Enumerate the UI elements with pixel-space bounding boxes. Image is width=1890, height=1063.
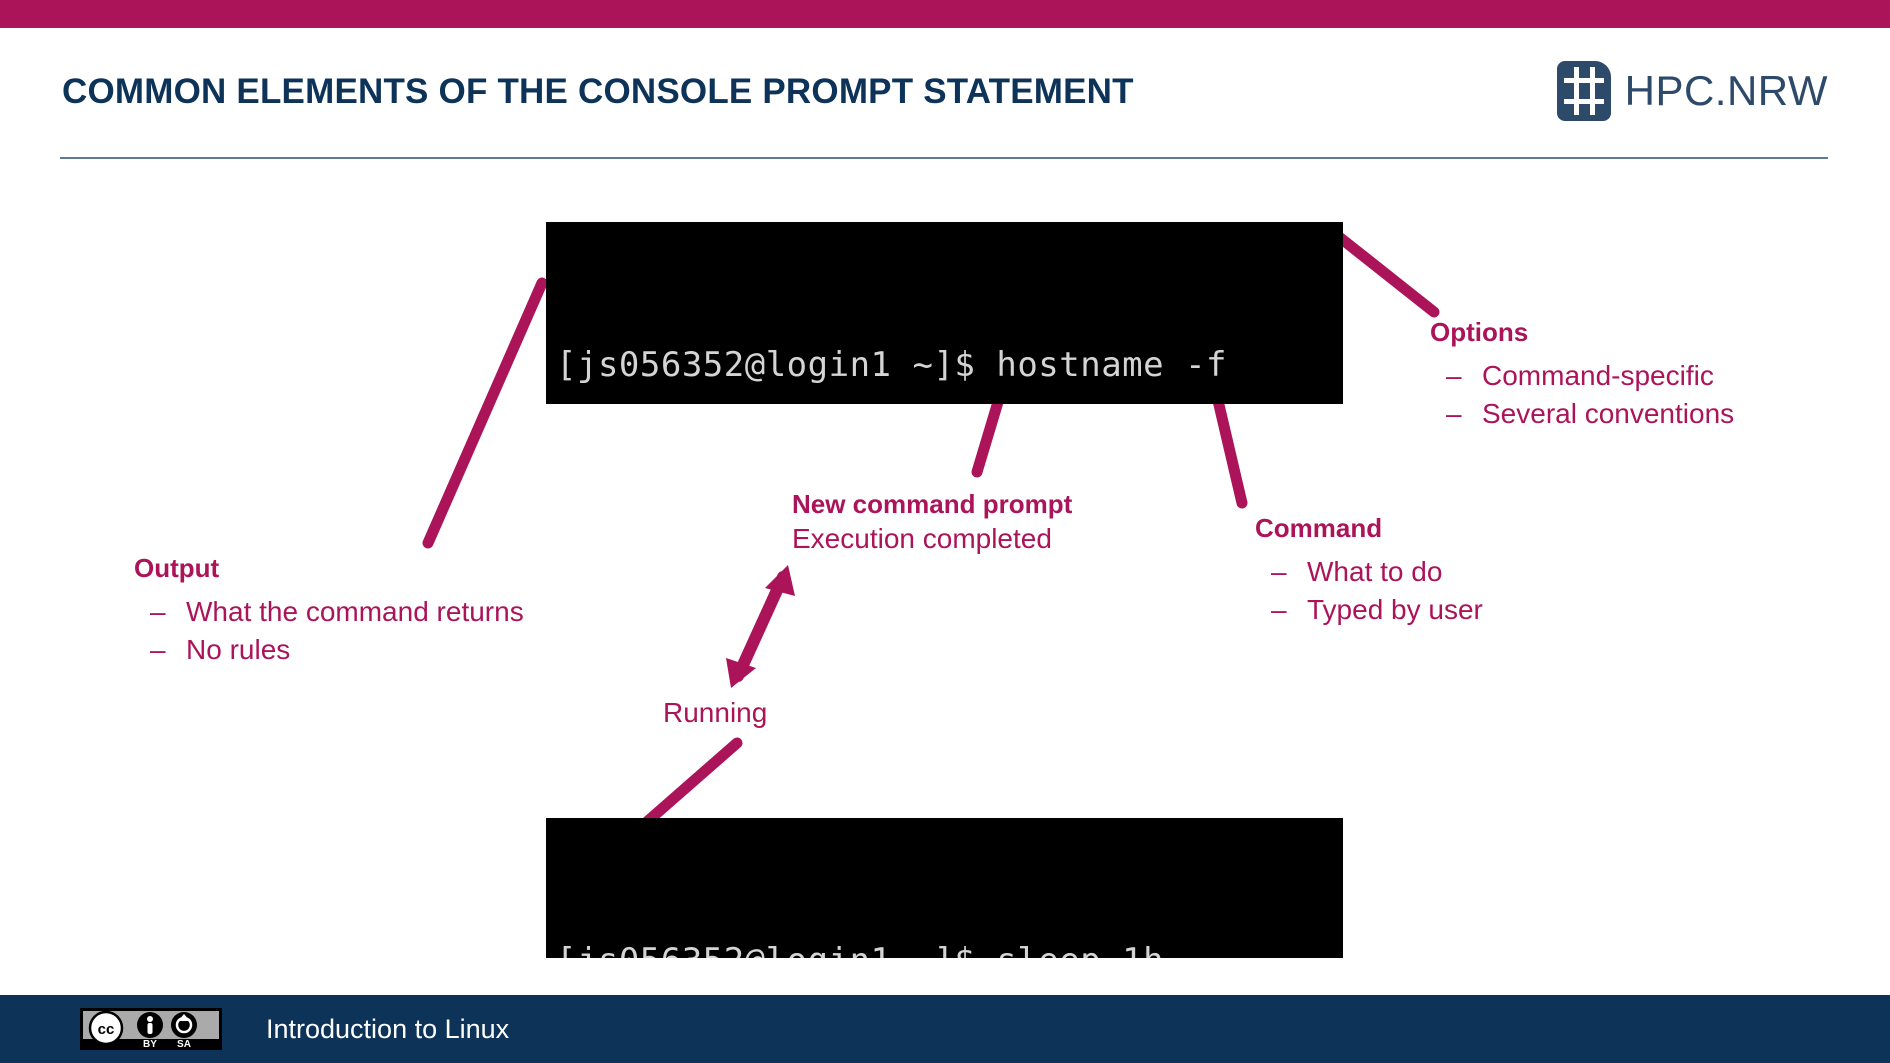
logo-wordmark: HPC.NRW — [1624, 67, 1828, 114]
dash-bullet-icon: – — [1446, 398, 1462, 430]
top-accent-bar — [0, 0, 1890, 28]
hpc-nrw-grid-icon — [1556, 61, 1611, 121]
terminal-window-bottom[interactable]: [js056352@login1 ~]$ sleep 1h — [546, 818, 1343, 958]
svg-text:cc: cc — [98, 1021, 115, 1038]
dash-bullet-icon: – — [1271, 594, 1287, 626]
list-item-label: What the command returns — [186, 595, 524, 627]
list-item-label: Command-specific — [1482, 359, 1714, 391]
annotation-command: Command –What to do –Typed by user — [1255, 512, 1483, 630]
list-item-label: Typed by user — [1307, 594, 1483, 626]
connector-options — [1332, 230, 1440, 318]
list-item: –Typed by user — [1255, 591, 1483, 630]
svg-text:SA: SA — [177, 1039, 191, 1050]
dash-bullet-icon: – — [150, 634, 166, 666]
annotation-options-list: –Command-specific –Several conventions — [1430, 357, 1734, 434]
annotation-new-prompt-subtitle: Execution completed — [792, 522, 1052, 554]
connector-output — [422, 277, 548, 549]
footer-bar — [0, 995, 1890, 1063]
annotation-new-prompt-heading: New command prompt — [792, 489, 1073, 519]
annotation-running: Running — [663, 697, 768, 728]
list-item: –Command-specific — [1430, 357, 1734, 396]
header-divider — [60, 157, 1828, 159]
list-item: –What to do — [1255, 553, 1483, 592]
dash-bullet-icon: – — [1271, 555, 1287, 587]
connector-running-arrow — [726, 565, 795, 688]
list-item-label: Several conventions — [1482, 398, 1735, 430]
annotation-options-heading: Options — [1430, 317, 1529, 347]
cc-by-sa-badge-icon: cc BY SA — [80, 1008, 222, 1050]
annotation-command-heading: Command — [1255, 513, 1383, 543]
annotation-new-command-prompt: New command prompt Execution completed — [792, 488, 1072, 556]
page-title: COMMON ELEMENTS OF THE CONSOLE PROMPT ST… — [62, 72, 1134, 111]
footer-title: Introduction to Linux — [266, 1014, 510, 1044]
list-item: –No rules — [134, 631, 524, 670]
list-item-label: What to do — [1307, 555, 1443, 587]
terminal-window-top[interactable]: [js056352@login1 ~]$ hostname -f login1.… — [546, 222, 1343, 404]
annotation-output: Output –What the command returns –No rul… — [134, 552, 524, 670]
terminal-line: [js056352@login1 ~]$ sleep 1h — [556, 934, 1343, 958]
dash-bullet-icon: – — [1446, 359, 1462, 391]
list-item: –What the command returns — [134, 593, 524, 632]
dash-bullet-icon: – — [150, 595, 166, 627]
hpc-nrw-logo: HPC.NRW — [1556, 60, 1828, 122]
list-item-label: No rules — [186, 634, 291, 666]
terminal-line: [js056352@login1 ~]$ hostname -f — [556, 345, 1228, 385]
annotation-options: Options –Command-specific –Several conve… — [1430, 316, 1734, 434]
svg-text:BY: BY — [143, 1039, 157, 1050]
list-item: –Several conventions — [1430, 395, 1734, 434]
annotation-output-heading: Output — [134, 553, 220, 583]
annotation-output-list: –What the command returns –No rules — [134, 593, 524, 670]
annotation-command-list: –What to do –Typed by user — [1255, 553, 1483, 630]
